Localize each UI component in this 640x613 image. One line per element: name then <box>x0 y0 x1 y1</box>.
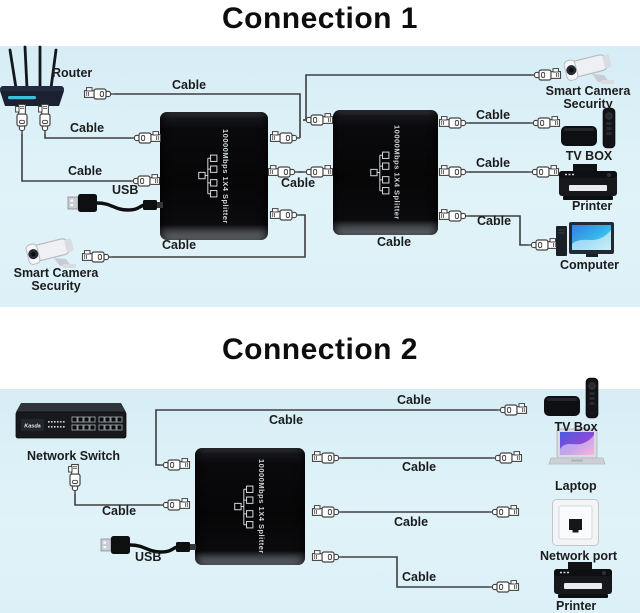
cable-label: Cable <box>402 460 437 474</box>
rj45-connector <box>159 457 191 471</box>
network-switch-label: Network Switch <box>27 449 121 463</box>
rj45-connector <box>488 504 520 518</box>
one-to-four-ports-icon <box>234 485 254 528</box>
desktop-computer-icon <box>556 222 614 257</box>
switch-brand-text: Kasda <box>24 424 41 430</box>
cable-label: Cable <box>172 78 207 92</box>
tv-box-icon <box>543 377 599 419</box>
cable-lines-connection2 <box>74 409 497 588</box>
rj45-connector <box>302 112 334 126</box>
splitter-label: 10000Mbps 1X4 Splitter <box>257 459 266 554</box>
rj45-connector <box>527 237 559 251</box>
network-switch-icon: Kasda <box>15 403 127 439</box>
rj45-connector <box>491 450 523 464</box>
cable-label: Cable <box>68 164 103 178</box>
smart-camera-top-label: Smart Camera Security <box>534 85 640 111</box>
printer-icon <box>553 561 613 599</box>
cable-label: Cable <box>70 121 105 135</box>
security-camera-icon <box>24 234 77 269</box>
rj45-connector <box>438 208 470 222</box>
wall-network-port-icon <box>552 499 599 546</box>
router-label: Router <box>52 66 93 80</box>
rj45-connector <box>159 497 191 511</box>
splitter-device-3: 10000Mbps 1X4 Splitter <box>195 448 305 565</box>
splitter-label: 10000Mbps 1X4 Splitter <box>221 128 230 224</box>
rj45-connector <box>37 103 51 135</box>
rj45-connector <box>530 67 562 81</box>
one-to-four-ports-icon <box>198 154 218 198</box>
smart-camera-bottom-label: Smart Camera Security <box>4 267 108 293</box>
rj45-connector <box>311 504 343 518</box>
wifi-router-icon <box>0 45 64 106</box>
laptop-icon <box>548 428 606 465</box>
rj45-connector <box>83 86 115 100</box>
rj45-connector <box>130 130 162 144</box>
rj45-connector <box>269 130 301 144</box>
rj45-connector <box>67 463 81 495</box>
rj45-connector <box>438 164 470 178</box>
tv-box-label: TV Box <box>554 420 598 434</box>
usb-label: USB <box>135 550 162 564</box>
cable-label: Cable <box>102 504 137 518</box>
cable-label: Cable <box>269 413 304 427</box>
cable-label: Cable <box>394 515 429 529</box>
one-to-four-ports-icon <box>369 151 389 194</box>
rj45-connector <box>496 402 528 416</box>
connection1-title: Connection 1 <box>221 2 418 35</box>
cable-label: Cable <box>377 235 412 249</box>
splitter-device-2: 10000Mbps 1X4 Splitter <box>333 110 438 235</box>
smart-camera-label-line1: Smart Camera <box>545 84 631 98</box>
security-camera-icon <box>562 50 615 85</box>
rj45-connector <box>488 579 520 593</box>
rj45-connector <box>311 450 343 464</box>
printer-label: Printer <box>572 199 613 213</box>
laptop-label: Laptop <box>555 479 597 493</box>
rj45-connector <box>438 115 470 129</box>
rj45-connector <box>269 207 301 221</box>
cable-label: Cable <box>476 156 511 170</box>
rj45-connector <box>529 115 561 129</box>
cable-label: Cable <box>402 570 437 584</box>
tv-box-icon <box>560 107 616 149</box>
cable-label: Cable <box>397 393 432 407</box>
smart-camera-label-line2: Security <box>31 279 81 293</box>
rj45-connector <box>528 164 560 178</box>
printer-label: Printer <box>556 599 597 613</box>
smart-camera-label-line2: Security <box>563 97 613 111</box>
usb-label: USB <box>112 183 139 197</box>
splitter-device-1: 10000Mbps 1X4 Splitter <box>160 112 268 240</box>
rj45-connector <box>14 103 28 135</box>
rj45-connector <box>81 249 113 263</box>
smart-camera-label-line1: Smart Camera <box>13 266 99 280</box>
cable-label: Cable <box>281 176 316 190</box>
connection2-title: Connection 2 <box>221 333 418 366</box>
cable-label: Cable <box>476 108 511 122</box>
splitter-label: 10000Mbps 1X4 Splitter <box>392 125 402 220</box>
tv-box-label: TV BOX <box>565 149 613 163</box>
network-port-label: Network port <box>540 549 618 563</box>
rj45-connector <box>311 549 343 563</box>
printer-icon <box>558 163 618 201</box>
cable-label: Cable <box>162 238 197 252</box>
cable-label: Cable <box>477 214 512 228</box>
computer-label: Computer <box>560 258 620 272</box>
